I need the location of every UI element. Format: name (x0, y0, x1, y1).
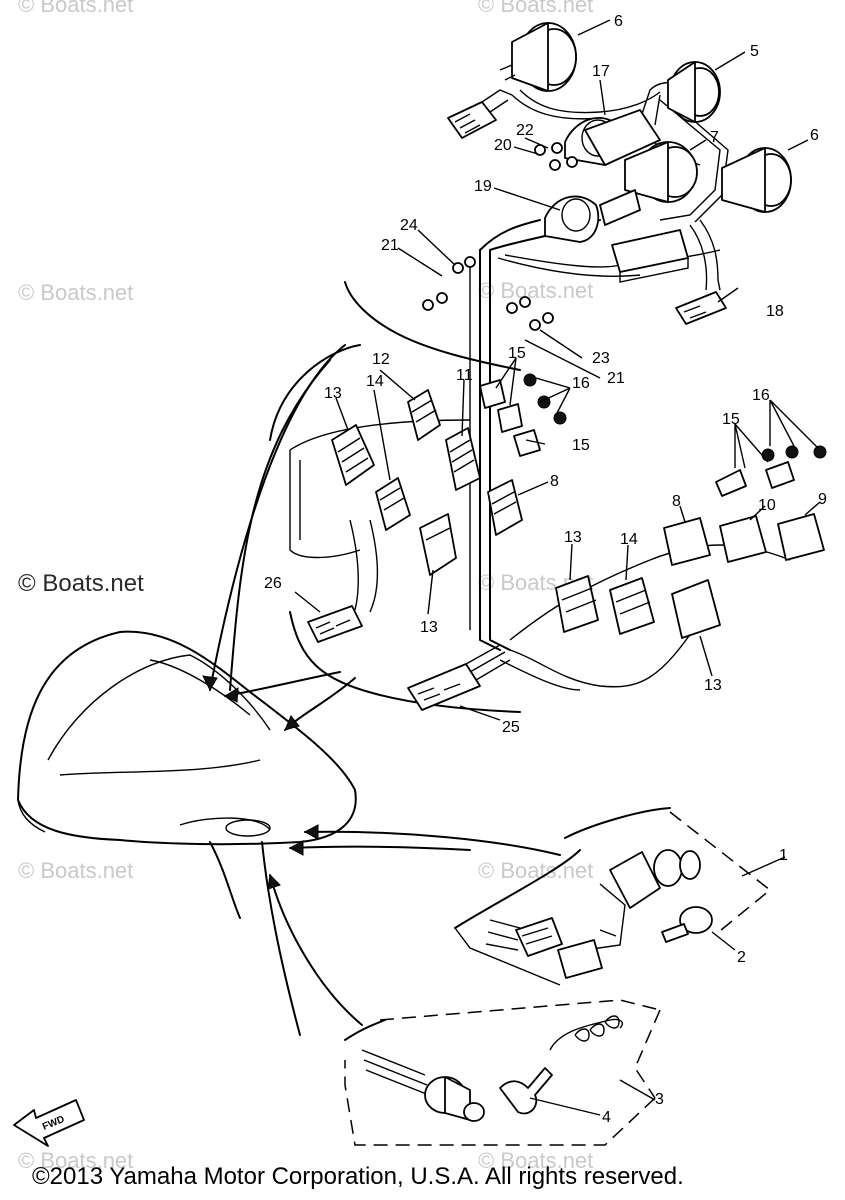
copyright-notice: ©2013 Yamaha Motor Corporation, U.S.A. A… (32, 1163, 684, 1190)
switch-9 (777, 513, 825, 561)
callout-7: 7 (710, 129, 719, 146)
callout-3: 3 (655, 1091, 664, 1108)
callout-15: 15 (722, 411, 740, 428)
nuts-washers (422, 142, 578, 331)
callout-6: 6 (810, 127, 819, 144)
callout-21: 21 (607, 370, 625, 387)
callout-14: 14 (366, 373, 384, 390)
mounting-plates (229, 281, 521, 713)
switch-13-upper (331, 424, 375, 486)
callout-5: 5 (750, 43, 759, 60)
callout-16: 16 (572, 375, 590, 392)
watermark: © Boats.net (478, 0, 594, 17)
callout-1: 1 (779, 847, 788, 864)
switch-12 (407, 389, 441, 441)
forward-arrow-icon: FWD (13, 1099, 85, 1147)
callout-8: 8 (550, 473, 559, 490)
key-2 (661, 906, 713, 943)
callout-13: 13 (704, 677, 722, 694)
callout-26: 26 (264, 575, 282, 592)
callout-18: 18 (766, 303, 784, 320)
callout-19: 19 (474, 178, 492, 195)
hull-outline (17, 630, 357, 1036)
main-harness (289, 81, 791, 691)
connector-25 (407, 644, 511, 711)
callout-8: 8 (672, 493, 681, 510)
switch-10 (719, 515, 767, 563)
gauge-bracket-19 (544, 189, 641, 243)
gauge-5 (667, 61, 721, 123)
callout-25: 25 (502, 719, 520, 736)
callout-17: 17 (592, 63, 610, 80)
callout-12: 12 (372, 351, 390, 368)
lamp-socket-15-right (715, 445, 827, 497)
connector-18 (675, 291, 727, 325)
callout-20: 20 (494, 137, 512, 154)
callout-2: 2 (737, 949, 746, 966)
watermark: © Boats.net (18, 280, 134, 305)
switch-8-upper (487, 479, 523, 536)
watermark: © Boats.net (18, 0, 134, 17)
callout-13: 13 (324, 385, 342, 402)
leader-lines (294, 19, 821, 1116)
callout-13: 13 (420, 619, 438, 636)
gauge-right-6 (721, 147, 792, 213)
callout-23: 23 (592, 350, 610, 367)
callout-14: 14 (620, 531, 638, 548)
callout-6: 6 (614, 13, 623, 30)
callout-11: 11 (456, 367, 473, 384)
gauge-7 (624, 141, 698, 203)
watermark: © Boats.net (18, 1148, 134, 1173)
callout-numbers: 6 5 17 7 6 22 20 19 24 21 18 23 21 15 16… (264, 13, 827, 1126)
watermark: © Boats.net (18, 858, 134, 883)
assembly-arrows (202, 344, 561, 1026)
switch-13-lower (419, 513, 457, 576)
watermark: © Boats.net (478, 278, 594, 303)
switch-14-right (609, 577, 655, 635)
callout-13: 13 (564, 529, 582, 546)
gauge-bracket-17 (564, 109, 661, 166)
sensor-assembly-3 (344, 999, 661, 1146)
connector-top-left (447, 89, 513, 139)
callout-15: 15 (508, 345, 526, 362)
callout-4: 4 (602, 1109, 611, 1126)
resistor-box (611, 229, 689, 283)
switch-11 (445, 427, 481, 491)
switch-13-right-b (671, 579, 721, 639)
lamp-socket-15-upper (479, 373, 567, 457)
gauge-top-6 (499, 22, 577, 92)
switch-13-right-a (555, 575, 599, 633)
callout-15: 15 (572, 437, 590, 454)
connector-26 (307, 605, 363, 643)
callout-21: 21 (381, 237, 399, 254)
callout-22: 22 (516, 122, 534, 139)
switch-14-upper (375, 477, 411, 531)
watermark: © Boats.net (478, 858, 594, 883)
switch-panel-1 (454, 807, 772, 986)
watermark: © Boats.net (18, 570, 144, 597)
callout-10: 10 (758, 497, 776, 514)
callout-24: 24 (400, 217, 418, 234)
callout-16: 16 (752, 387, 770, 404)
switch-8-right (663, 517, 711, 566)
watermark: © Boats.net (478, 1148, 594, 1173)
callout-9: 9 (818, 491, 827, 508)
